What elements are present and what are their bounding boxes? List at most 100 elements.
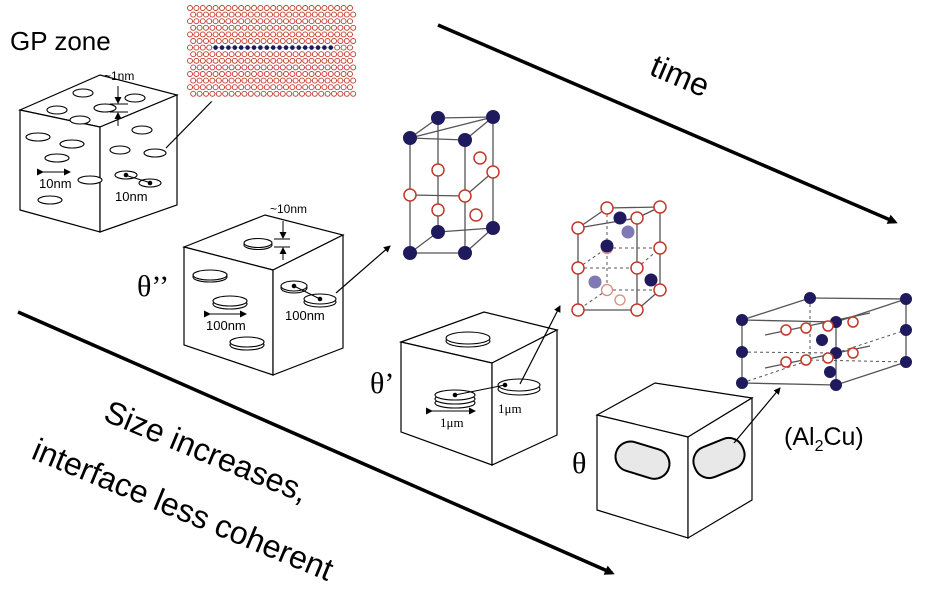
al-atom bbox=[235, 51, 241, 58]
al-atom bbox=[228, 64, 235, 71]
al-atom bbox=[196, 51, 203, 58]
al-atom bbox=[196, 11, 203, 18]
al-atom bbox=[340, 31, 347, 38]
al-atom bbox=[337, 90, 344, 97]
al-atom bbox=[299, 77, 305, 84]
al-atom bbox=[203, 64, 209, 71]
al-atom bbox=[283, 57, 289, 64]
al-atom bbox=[350, 51, 357, 58]
al-atom bbox=[321, 31, 328, 38]
al-atom bbox=[311, 38, 318, 44]
al-atom bbox=[241, 64, 248, 71]
al-atom bbox=[260, 90, 267, 97]
cu-atom bbox=[309, 45, 314, 50]
al-atom bbox=[254, 77, 261, 84]
cu-atom bbox=[219, 45, 225, 50]
al-atom bbox=[350, 90, 357, 97]
al-atom bbox=[308, 71, 315, 77]
al-atom bbox=[219, 84, 225, 91]
al-atom bbox=[292, 77, 299, 84]
al-atom bbox=[308, 5, 315, 11]
cu-atom bbox=[245, 45, 250, 50]
al-atom bbox=[235, 64, 241, 71]
al-atom bbox=[295, 71, 302, 77]
al-atom bbox=[212, 18, 219, 25]
al-atom bbox=[235, 11, 241, 18]
al-atom bbox=[254, 90, 261, 97]
al-atom bbox=[350, 77, 357, 84]
al-atom bbox=[244, 71, 251, 77]
al-atom bbox=[215, 77, 222, 84]
dprime-diameter-label-b: 100nm bbox=[285, 308, 325, 323]
al-atom bbox=[263, 84, 270, 91]
al-atom bbox=[343, 38, 350, 44]
size-arrow bbox=[17, 310, 615, 575]
al-atom bbox=[318, 90, 325, 97]
al-atom bbox=[212, 5, 219, 11]
gp-zoom-arrow bbox=[165, 92, 221, 149]
al-atom bbox=[215, 64, 222, 71]
al-atom bbox=[331, 38, 337, 44]
al-atom bbox=[343, 77, 350, 84]
al-atom bbox=[193, 71, 200, 77]
al-atom bbox=[260, 11, 267, 18]
al-atom bbox=[305, 11, 312, 18]
al-atom bbox=[315, 84, 321, 91]
al-atom bbox=[199, 44, 206, 51]
al-atom bbox=[321, 18, 328, 25]
dprime-diameter-label-a: 100nm bbox=[206, 318, 246, 333]
al-atom bbox=[324, 77, 331, 84]
theta-label: θ bbox=[572, 447, 586, 480]
al-atom bbox=[228, 51, 235, 58]
al-atom bbox=[203, 24, 209, 31]
cu-atom bbox=[328, 45, 334, 50]
al-atom bbox=[193, 84, 200, 91]
al-atom bbox=[308, 57, 315, 64]
al-atom bbox=[350, 11, 357, 18]
al-atom bbox=[343, 24, 350, 31]
al-atom bbox=[270, 84, 277, 91]
time-label: time bbox=[645, 47, 715, 104]
al-atom bbox=[340, 84, 347, 91]
al-atom bbox=[267, 11, 273, 18]
al-atom bbox=[254, 24, 261, 31]
al-atom bbox=[254, 51, 261, 58]
al-atom bbox=[247, 64, 254, 71]
al-atom bbox=[289, 5, 296, 11]
al-atom bbox=[299, 90, 305, 97]
al-atom bbox=[276, 18, 283, 25]
al-atom bbox=[276, 57, 283, 64]
al-atom bbox=[283, 31, 289, 38]
al-atom bbox=[257, 57, 264, 64]
al-atom bbox=[311, 51, 318, 58]
cu-atom bbox=[322, 45, 327, 50]
al-atom bbox=[231, 71, 238, 77]
al-atom bbox=[222, 24, 229, 31]
al-atom bbox=[295, 31, 302, 38]
al-atom bbox=[206, 57, 213, 64]
al-atom bbox=[292, 38, 299, 44]
theta-prime-cube bbox=[398, 311, 559, 466]
al-atom bbox=[190, 11, 197, 18]
al-atom bbox=[254, 38, 261, 44]
al-atom bbox=[347, 71, 353, 77]
al-atom bbox=[190, 77, 197, 84]
al-atom bbox=[270, 5, 277, 11]
al-atom bbox=[247, 77, 254, 84]
al-atom bbox=[222, 38, 229, 44]
al-atom bbox=[203, 38, 209, 44]
al-atom bbox=[193, 57, 200, 64]
al-atom bbox=[203, 11, 209, 18]
al-atom bbox=[193, 31, 200, 38]
al-atom bbox=[247, 90, 254, 97]
al-atom bbox=[321, 84, 328, 91]
al-atom bbox=[244, 84, 251, 91]
al-atom bbox=[231, 5, 238, 11]
al-atom bbox=[228, 90, 235, 97]
al-atom bbox=[244, 57, 251, 64]
al-atom bbox=[295, 5, 302, 11]
al-atom bbox=[257, 5, 264, 11]
al-atom bbox=[199, 57, 206, 64]
al-atom bbox=[263, 31, 270, 38]
al-atom bbox=[212, 31, 219, 38]
